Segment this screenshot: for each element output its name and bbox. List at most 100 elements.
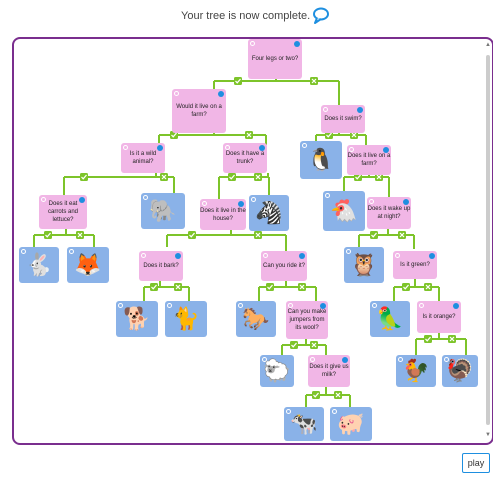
gear-icon[interactable] — [143, 195, 148, 200]
green-tick-icon — [228, 173, 236, 181]
answer-card-pig[interactable]: 🐖 — [330, 407, 372, 441]
sheep-icon: 🐑 — [263, 358, 291, 383]
gear-icon[interactable] — [21, 249, 26, 254]
gear-icon[interactable] — [118, 303, 123, 308]
gear-icon[interactable] — [174, 91, 179, 96]
question-card-q7[interactable]: Does it eat carrots and lettuce? — [39, 195, 87, 229]
info-icon[interactable] — [294, 41, 300, 47]
scroll-down-icon[interactable]: ▼ — [485, 432, 491, 438]
question-card-q9[interactable]: Does it wake up at night? — [367, 197, 411, 229]
answer-card-elephant[interactable]: 🐘 — [141, 193, 185, 229]
answer-card-turkey[interactable]: 🦃 — [442, 355, 478, 387]
gear-icon[interactable] — [41, 197, 46, 202]
gear-icon[interactable] — [238, 303, 243, 308]
gear-icon[interactable] — [349, 147, 354, 152]
answer-card-sheep[interactable]: 🐑 — [260, 355, 294, 387]
speech-bubble-icon[interactable] — [312, 6, 330, 24]
info-icon[interactable] — [299, 253, 305, 259]
gear-icon[interactable] — [444, 357, 449, 362]
green-cross-icon — [310, 77, 318, 85]
gear-icon[interactable] — [310, 357, 315, 362]
info-icon[interactable] — [429, 253, 435, 259]
green-cross-icon — [254, 173, 262, 181]
question-card-q10[interactable]: Does it bark? — [139, 251, 183, 281]
question-text: Can you make jumpers from its wool? — [287, 309, 327, 331]
scroll-up-icon[interactable]: ▲ — [485, 42, 491, 48]
gear-icon[interactable] — [372, 303, 377, 308]
question-text: Does it wake up at night? — [367, 206, 411, 220]
gear-icon[interactable] — [302, 143, 307, 148]
info-icon[interactable] — [175, 253, 181, 259]
info-icon[interactable] — [357, 107, 363, 113]
question-card-q14[interactable]: Is it orange? — [417, 301, 461, 333]
penguin-icon: 🐧 — [307, 147, 335, 172]
green-tick-icon — [424, 335, 432, 343]
question-card-q11[interactable]: Can you ride it? — [261, 251, 307, 281]
question-card-q15[interactable]: Does it give us milk? — [308, 355, 350, 387]
answer-card-cow[interactable]: 🐄 — [284, 407, 324, 441]
gear-icon[interactable] — [123, 145, 128, 150]
question-card-q8[interactable]: Does it live in the house? — [200, 199, 246, 230]
info-icon[interactable] — [342, 357, 348, 363]
turkey-icon: 🦃 — [446, 358, 474, 383]
gear-icon[interactable] — [288, 303, 293, 308]
question-card-q4[interactable]: Is it a wild animal? — [121, 143, 165, 173]
gear-icon[interactable] — [263, 253, 268, 258]
gear-icon[interactable] — [398, 357, 403, 362]
gear-icon[interactable] — [250, 41, 255, 46]
answer-card-dog[interactable]: 🐕 — [116, 301, 158, 337]
answer-card-penguin[interactable]: 🐧 — [300, 141, 342, 179]
question-card-q12[interactable]: Is it green? — [393, 251, 437, 279]
gear-icon[interactable] — [323, 107, 328, 112]
question-text: Does it swim? — [324, 116, 362, 122]
question-card-q6[interactable]: Does it live on a farm? — [347, 145, 391, 175]
info-icon[interactable] — [383, 147, 389, 153]
green-tick-icon — [290, 341, 298, 349]
answer-card-chicken[interactable]: 🐓 — [396, 355, 436, 387]
question-card-q1[interactable]: Four legs or two? — [248, 39, 302, 79]
gear-icon[interactable] — [262, 357, 267, 362]
green-tick-icon — [266, 283, 274, 291]
gear-icon[interactable] — [141, 253, 146, 258]
gear-icon[interactable] — [325, 193, 330, 198]
info-icon[interactable] — [238, 201, 244, 207]
info-icon[interactable] — [259, 145, 265, 151]
answer-card-zebra[interactable]: 🦓 — [249, 195, 289, 231]
info-icon[interactable] — [157, 145, 163, 151]
gear-icon[interactable] — [332, 409, 337, 414]
gear-icon[interactable] — [251, 197, 256, 202]
gear-icon[interactable] — [369, 199, 374, 204]
info-icon[interactable] — [403, 199, 409, 205]
answer-card-cat[interactable]: 🐈 — [165, 301, 207, 337]
question-card-q13[interactable]: Can you make jumpers from its wool? — [286, 301, 328, 339]
green-tick-icon — [150, 283, 158, 291]
gear-icon[interactable] — [202, 201, 207, 206]
info-icon[interactable] — [320, 303, 326, 309]
scrollbar-thumb[interactable] — [486, 55, 490, 425]
answer-card-owl[interactable]: 🦉 — [344, 247, 384, 283]
gear-icon[interactable] — [69, 249, 74, 254]
vertical-scrollbar[interactable]: ▲ ▼ — [485, 41, 491, 439]
gear-icon[interactable] — [419, 303, 424, 308]
gear-icon[interactable] — [286, 409, 291, 414]
answer-card-parrot[interactable]: 🦜 — [370, 301, 410, 337]
answer-card-rabbit[interactable]: 🐇 — [19, 247, 59, 283]
green-cross-icon — [76, 231, 84, 239]
question-card-q5[interactable]: Does it have a trunk? — [223, 143, 267, 173]
green-cross-icon — [350, 131, 358, 139]
answer-card-hen[interactable]: 🐔 — [323, 191, 365, 231]
answer-card-horse[interactable]: 🐎 — [236, 301, 276, 337]
gear-icon[interactable] — [395, 253, 400, 258]
info-icon[interactable] — [453, 303, 459, 309]
info-icon[interactable] — [79, 197, 85, 203]
answer-card-fox[interactable]: 🦊 — [67, 247, 109, 283]
fox-icon: 🦊 — [74, 252, 102, 277]
info-icon[interactable] — [218, 91, 224, 97]
play-button[interactable]: play — [462, 453, 490, 473]
gear-icon[interactable] — [167, 303, 172, 308]
gear-icon[interactable] — [225, 145, 230, 150]
green-tick-icon — [234, 77, 242, 85]
question-card-q2[interactable]: Would it live on a farm? — [172, 89, 226, 133]
question-card-q3[interactable]: Does it swim? — [321, 105, 365, 133]
gear-icon[interactable] — [346, 249, 351, 254]
